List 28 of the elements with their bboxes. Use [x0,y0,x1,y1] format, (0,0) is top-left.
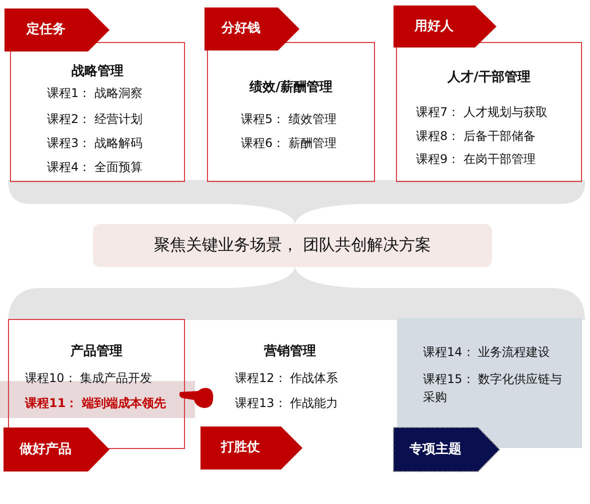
course-line: 课程12： 作战体系 [235,370,338,386]
course-line: 课程13： 作战能力 [235,395,338,411]
course-line: 课程7： 人才规划与获取 [416,104,548,120]
course-line: 课程2： 经营计划 [47,110,142,126]
course-line: 课程5： 绩效管理 [241,110,336,126]
tag-text: 做好产品 [18,440,72,458]
course-line: 课程10： 集成产品开发 [25,370,152,386]
tag-text: 分好钱 [220,20,262,38]
course-line: 课程6： 薪酬管理 [241,134,336,150]
course-line: 课程1： 战略洞察 [47,84,142,100]
box-title: 战略管理 [70,62,124,80]
course-line: 课程9： 在岗干部管理 [416,150,536,166]
course-line: 课程4： 全面预算 [47,158,142,174]
box-title: 营销管理 [263,343,317,361]
tag-text: 专项主题 [408,440,462,458]
banner-text: 聚焦关键业务场景， 团队共创解决方案 [152,235,432,255]
tag-text: 用好人 [413,18,454,36]
course-line: 课程14： 业务流程建设 [423,344,552,361]
course-line: 课程15： 数字化供应链与采购 [423,371,564,406]
box-title: 人才/干部管理 [446,68,532,86]
course-line: 课程11： 端到端成本领先 [25,394,166,410]
course-line: 课程3： 战略解码 [47,134,142,150]
tag-text: 定任务 [25,21,66,39]
course-line: 课程8： 后备干部储备 [416,128,536,144]
box-title: 产品管理 [70,342,124,360]
tag-text: 打胜仗 [220,439,261,457]
box-title: 绩效/薪酬管理 [248,78,334,96]
banner [93,224,492,267]
